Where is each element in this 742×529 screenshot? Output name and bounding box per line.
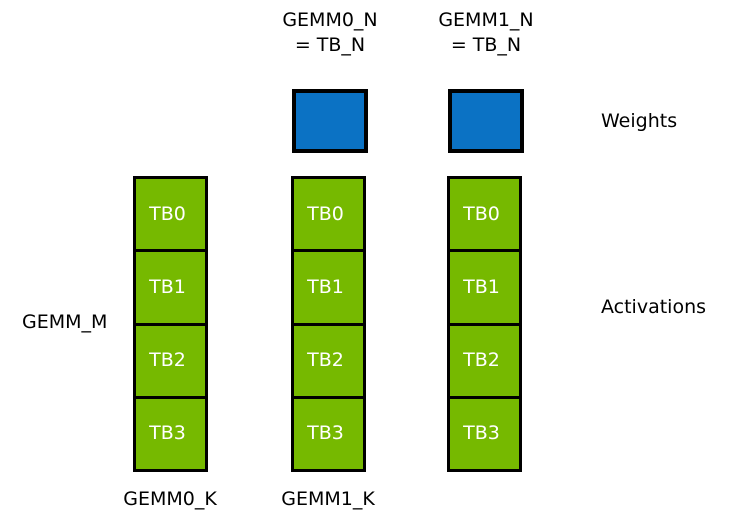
activation-cell-label: TB0: [307, 202, 344, 225]
activation-cell-label: TB2: [463, 349, 500, 372]
activation-cell-tb2: TB2: [447, 322, 522, 399]
gemm0-n-label: GEMM0_N = TB_N: [250, 8, 410, 58]
gemm1-n-label: GEMM1_N = TB_N: [406, 8, 566, 58]
gemm1-n-label-line1: GEMM1_N: [438, 9, 534, 31]
activation-cell-tb3: TB3: [447, 395, 522, 472]
activation-column-1: TB0 TB1 TB2 TB3: [291, 176, 366, 472]
activation-cell-label: TB2: [149, 349, 186, 372]
activation-cell-label: TB1: [463, 275, 500, 298]
activation-cell-label: TB2: [307, 349, 344, 372]
activation-cell-label: TB3: [307, 422, 344, 445]
activation-column-0: TB0 TB1 TB2 TB3: [133, 176, 208, 472]
activation-cell-label: TB0: [463, 202, 500, 225]
gemm1-k-label: GEMM1_K: [281, 488, 375, 510]
activation-cell-label: TB1: [307, 275, 344, 298]
gemm0-n-label-line1: GEMM0_N: [282, 9, 378, 31]
activation-cell-tb1: TB1: [447, 249, 522, 326]
activation-cell-label: TB0: [149, 202, 186, 225]
activation-cell-tb2: TB2: [133, 322, 208, 399]
activation-cell-tb1: TB1: [133, 249, 208, 326]
activation-cell-tb2: TB2: [291, 322, 366, 399]
gemm0-n-label-line2: = TB_N: [294, 34, 366, 56]
activation-cell-tb3: TB3: [291, 395, 366, 472]
activation-cell-label: TB1: [149, 275, 186, 298]
gemm1-n-label-line2: = TB_N: [450, 34, 522, 56]
activation-cell-tb0: TB0: [133, 176, 208, 253]
weights-label: Weights: [601, 110, 678, 132]
gemm1-weight-tile: [448, 89, 524, 153]
activation-column-2: TB0 TB1 TB2 TB3: [447, 176, 522, 472]
activation-cell-label: TB3: [149, 422, 186, 445]
activation-cell-label: TB3: [463, 422, 500, 445]
gemm0-weight-tile: [292, 89, 368, 153]
gemm0-k-label: GEMM0_K: [123, 488, 217, 510]
activation-cell-tb1: TB1: [291, 249, 366, 326]
activation-cell-tb3: TB3: [133, 395, 208, 472]
gemm-m-label: GEMM_M: [22, 311, 108, 333]
activation-cell-tb0: TB0: [291, 176, 366, 253]
activations-label: Activations: [601, 296, 707, 318]
activation-cell-tb0: TB0: [447, 176, 522, 253]
